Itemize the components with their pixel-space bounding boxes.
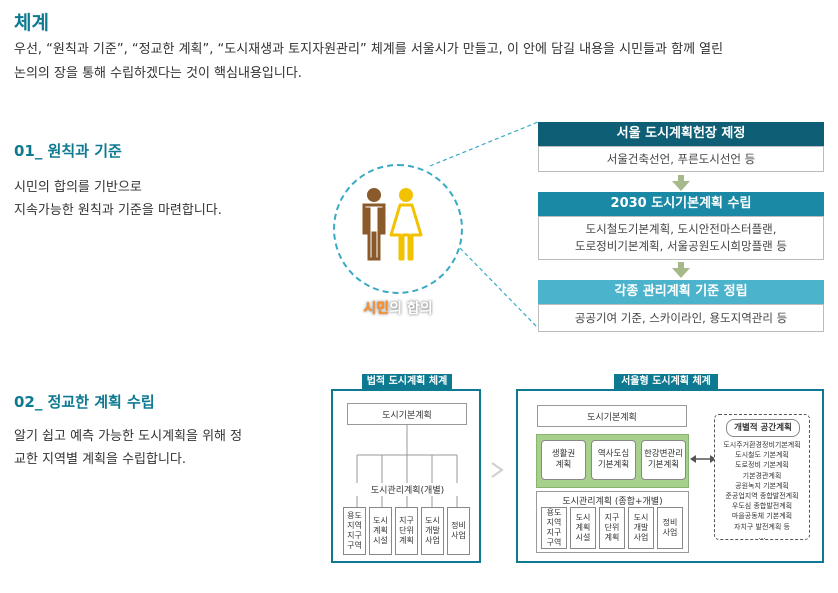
- spatial-plan-title: 개별적 공간계획: [726, 419, 800, 437]
- page-title: 체계: [14, 12, 49, 34]
- connector-lines: [429, 121, 539, 329]
- legal-cell: 도시 계획 시설: [369, 507, 392, 555]
- arrow-down-icon: [672, 262, 690, 278]
- seoul-cell: 도시 계획 시설: [570, 507, 596, 549]
- citizen-agreement-label: 시민의 합의: [333, 298, 463, 318]
- section2-body: 알기 쉽고 예측 가능한 도시계획을 위해 정 교한 지역별 계획을 수립합니다…: [14, 425, 242, 471]
- flow-step-2-line-2: 도로정비기본계획, 서울공원도시희망플랜 등: [575, 239, 787, 253]
- legal-cell: 용도 지역 지구 구역: [343, 507, 366, 555]
- legal-cells: 용도 지역 지구 구역 도시 계획 시설 지구 단위 계획 도시 개발 사업 정…: [343, 507, 471, 555]
- agreement-label-rest: 의 합의: [389, 301, 433, 317]
- flow-step-3-line: 공공기여 기준, 스카이라인, 용도지역관리 등: [574, 310, 788, 325]
- section1-title: 01_ 원칙과 기준: [14, 142, 122, 160]
- spatial-plan-item: …: [758, 532, 766, 541]
- double-arrow-icon: [690, 455, 716, 463]
- seoul-system-tab: 서울형 도시계획 체계: [614, 374, 718, 390]
- spatial-plan-item: 도시철도 기본계획: [735, 451, 789, 460]
- people-icon: [362, 188, 423, 261]
- section2-title: 02_ 정교한 계획 수립: [14, 393, 155, 411]
- seoul-cell: 정비 사업: [657, 507, 683, 549]
- flow-step-3-desc: 공공기여 기준, 스카이라인, 용도지역관리 등: [538, 304, 824, 332]
- flow-step-2-desc: 도시철도기본계획, 도시안전마스터플랜, 도로정비기본계획, 서울공원도시희망플…: [538, 216, 824, 260]
- spatial-plan-item: 준공업지역 종합발전계획: [725, 492, 799, 501]
- legal-tree-lines: [356, 425, 458, 509]
- section1-line-2: 지속가능한 원칙과 기준을 마련합니다.: [14, 203, 222, 218]
- seoul-mgmt-plan: 도시관리계획 (종합+개별): [562, 497, 663, 507]
- legal-system-tab: 법적 도시계획 체계: [362, 374, 452, 390]
- seoul-green-cell: 생활권 계획: [541, 440, 586, 480]
- flow-step-2-line-1: 도시철도기본계획, 도시안전마스터플랜,: [585, 222, 777, 236]
- flow-step-1-title: 서울 도시계획헌장 제정: [538, 122, 824, 146]
- legal-basic-plan: 도시기본계획: [347, 403, 467, 425]
- spatial-plan-list: 도시주거환경정비기본계획 도시철도 기본계획 도로정비 기본계획 기본경관계획 …: [716, 440, 808, 542]
- intro-line-2: 논의의 장을 통해 수립하겠다는 것이 핵심내용입니다.: [14, 66, 302, 81]
- chevron-right-icon: [491, 462, 504, 478]
- spatial-plan-item: 우도심 종합발전계획: [731, 502, 793, 511]
- legal-cell: 도시 개발 사업: [421, 507, 444, 555]
- section1-body: 시민의 합의를 기반으로 지속가능한 원칙과 기준을 마련합니다.: [14, 176, 222, 222]
- legal-cell: 지구 단위 계획: [395, 507, 418, 555]
- spatial-plan-item: 기본경관계획: [742, 471, 782, 480]
- seoul-green-cell: 한강변관리 기본계획: [641, 440, 686, 480]
- intro-text: 우선, “원칙과 기준”, “정교한 계획”, “도시재생과 토지자원관리” 체…: [14, 38, 824, 86]
- legal-cell: 정비 사업: [447, 507, 470, 555]
- section2-line-2: 교한 지역별 계획을 수립합니다.: [14, 452, 187, 467]
- flow-step-1-desc: 서울건축선언, 푸른도시선언 등: [538, 146, 824, 172]
- flow-step-2-title: 2030 도시기본계획 수립: [538, 192, 824, 216]
- seoul-basic-plan: 도시기본계획: [537, 405, 687, 427]
- intro-line-1: 우선, “원칙과 기준”, “정교한 계획”, “도시재생과 토지자원관리” 체…: [14, 42, 724, 57]
- section2-line-1: 알기 쉽고 예측 가능한 도시계획을 위해 정: [14, 429, 243, 444]
- flow-step-1-line: 서울건축선언, 푸른도시선언 등: [606, 151, 756, 166]
- legal-mgmt-plan: 도시관리계획(개별): [345, 483, 470, 496]
- seoul-cell: 도시 개발 사업: [628, 507, 654, 549]
- citizen-circle: [333, 164, 463, 294]
- flow-step-3-title: 각종 관리계획 기준 정립: [538, 280, 824, 304]
- spatial-plan-item: 마을공동체 기본계획: [731, 512, 793, 521]
- seoul-cell: 지구 단위 계획: [599, 507, 625, 549]
- arrow-down-icon: [672, 175, 690, 191]
- seoul-green-cells: 생활권 계획 역사도심 기본계획 한강변관리 기본계획: [541, 440, 686, 480]
- section1-line-1: 시민의 합의를 기반으로: [14, 180, 142, 195]
- seoul-cell: 용도 지역 지구 구역: [541, 507, 567, 549]
- seoul-green-cell: 역사도심 기본계획: [591, 440, 636, 480]
- spatial-plan-item: 도시주거환경정비기본계획: [723, 441, 801, 449]
- spatial-plan-item: 자치구 발전계획 등: [734, 522, 790, 531]
- spatial-plan-item: 도로정비 기본계획: [735, 461, 789, 470]
- seoul-cells: 용도 지역 지구 구역 도시 계획 시설 지구 단위 계획 도시 개발 사업 정…: [541, 507, 683, 549]
- agreement-label-citizen: 시민: [363, 301, 390, 317]
- spatial-plan-item: 공원녹지 기본계획: [735, 481, 789, 490]
